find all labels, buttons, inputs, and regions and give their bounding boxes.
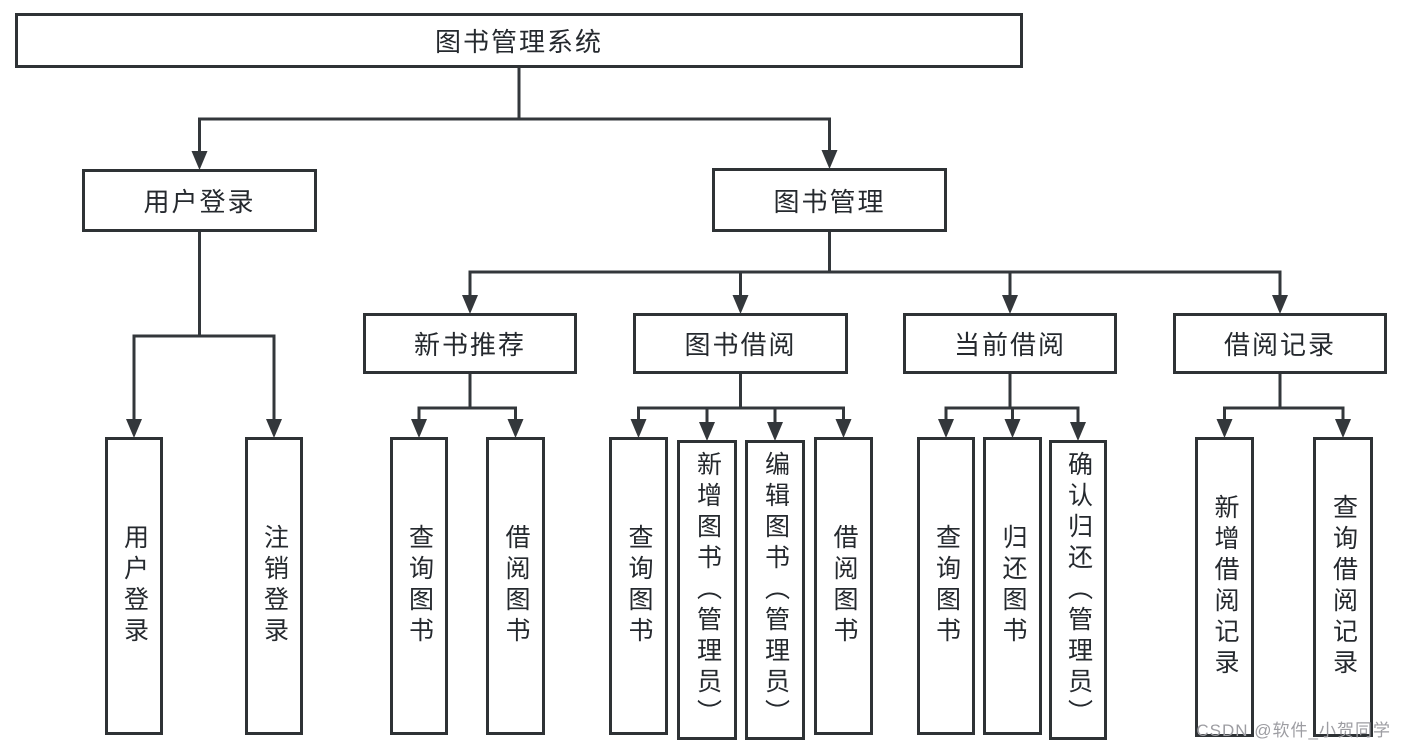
node-query-books-recommend: 查询图书 — [390, 437, 448, 735]
edge-group-current-borrowing — [938, 372, 1086, 441]
arrow-down-icon — [1002, 295, 1018, 314]
node-label-add-books-admin: 新增图书（管理员） — [693, 450, 722, 730]
node-label-query-books-borrowing: 查询图书 — [625, 524, 653, 648]
arrow-down-icon — [1070, 422, 1086, 441]
node-add-borrow-record: 新增借阅记录 — [1195, 437, 1254, 737]
arrow-down-icon — [266, 419, 282, 438]
node-book-management: 图书管理 — [712, 168, 947, 232]
node-label-user-login: 用户登录 — [120, 524, 149, 648]
node-label-book-borrowing: 图书借阅 — [684, 330, 797, 360]
arrow-down-icon — [1216, 419, 1233, 438]
node-borrow-books-borrowing: 借阅图书 — [814, 437, 873, 735]
node-user-login: 用户登录 — [105, 437, 163, 735]
arrow-down-icon — [821, 150, 838, 169]
edge-group-system-root — [191, 66, 838, 170]
edge-group-new-book-recommend — [411, 372, 524, 438]
node-label-borrow-books-borrowing: 借阅图书 — [830, 524, 858, 648]
node-edit-books-admin: 编辑图书（管理员） — [745, 440, 805, 740]
node-query-borrow-record: 查询借阅记录 — [1313, 437, 1373, 737]
arrow-down-icon — [411, 419, 427, 438]
arrow-down-icon — [191, 151, 208, 170]
arrow-down-icon — [767, 422, 783, 441]
edge-group-book-borrowing — [630, 372, 852, 441]
node-borrowing-records: 借阅记录 — [1173, 313, 1387, 374]
node-label-borrow-books-recommend: 借阅图书 — [502, 524, 530, 648]
node-label-book-management: 图书管理 — [773, 186, 886, 217]
arrow-down-icon — [938, 419, 954, 438]
node-system-root: 图书管理系统 — [15, 13, 1023, 68]
node-label-user-login-group: 用户登录 — [143, 187, 256, 217]
node-label-new-book-recommend: 新书推荐 — [413, 330, 526, 360]
arrow-down-icon — [126, 419, 142, 438]
arrow-down-icon — [1272, 295, 1288, 314]
node-label-query-borrow-record: 查询借阅记录 — [1329, 494, 1358, 680]
watermark: CSDN @软件_小贺同学 — [1196, 721, 1391, 740]
arrow-down-icon — [1004, 419, 1021, 438]
node-book-borrowing: 图书借阅 — [633, 313, 848, 374]
node-query-books-borrowing: 查询图书 — [609, 437, 668, 735]
node-confirm-return-admin: 确认归还（管理员） — [1049, 440, 1107, 740]
node-new-book-recommend: 新书推荐 — [363, 313, 577, 374]
node-return-books: 归还图书 — [983, 437, 1042, 735]
node-label-logout-login: 注销登录 — [260, 524, 289, 648]
node-label-borrowing-records: 借阅记录 — [1223, 330, 1336, 360]
node-label-return-books: 归还图书 — [999, 524, 1027, 648]
node-label-query-books-current: 查询图书 — [932, 524, 961, 648]
arrow-down-icon — [507, 419, 524, 438]
node-label-edit-books-admin: 编辑图书（管理员） — [761, 450, 790, 730]
arrow-down-icon — [462, 295, 478, 314]
node-logout-login: 注销登录 — [245, 437, 303, 735]
arrow-down-icon — [732, 295, 749, 314]
arrow-down-icon — [1335, 419, 1351, 438]
node-label-query-books-recommend: 查询图书 — [405, 524, 434, 648]
node-current-borrowing: 当前借阅 — [903, 313, 1117, 374]
arrow-down-icon — [699, 422, 715, 441]
edge-group-borrowing-records — [1216, 372, 1351, 438]
node-label-system-root: 图书管理系统 — [434, 27, 603, 57]
node-add-books-admin: 新增图书（管理员） — [677, 440, 737, 740]
node-label-confirm-return-admin: 确认归还（管理员） — [1064, 450, 1093, 730]
arrow-down-icon — [630, 419, 647, 438]
node-query-books-current: 查询图书 — [917, 437, 975, 735]
node-label-add-borrow-record: 新增借阅记录 — [1211, 494, 1239, 680]
node-user-login-group: 用户登录 — [82, 169, 317, 232]
node-borrow-books-recommend: 借阅图书 — [486, 437, 545, 735]
node-label-current-borrowing: 当前借阅 — [953, 330, 1066, 360]
arrow-down-icon — [835, 419, 852, 438]
edge-group-book-management — [462, 230, 1288, 314]
edge-group-user-login-group — [126, 230, 282, 438]
